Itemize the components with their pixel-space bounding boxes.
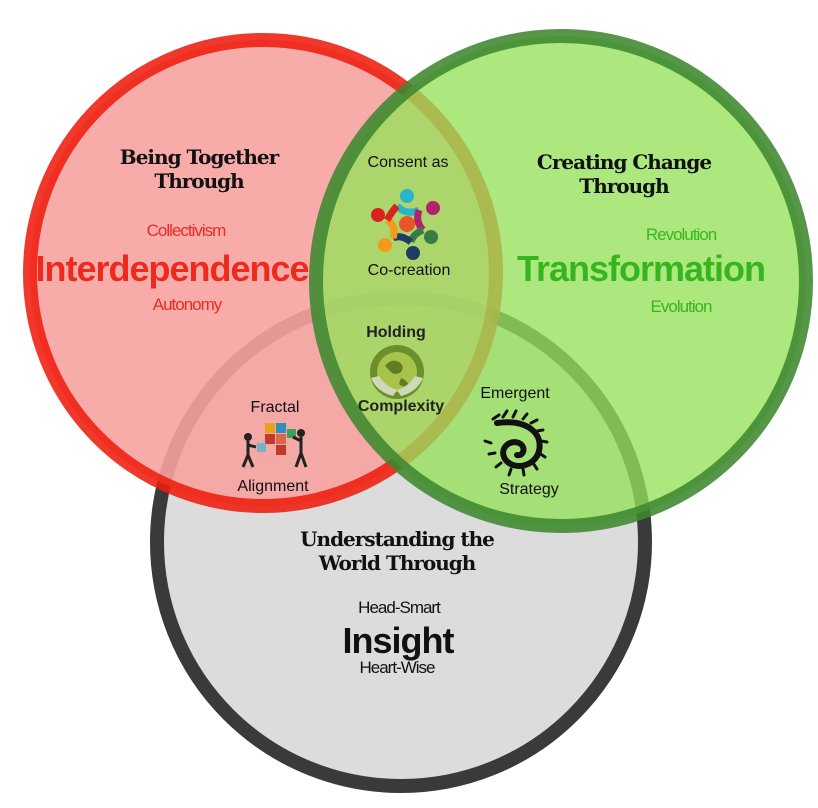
globe-hands-icon <box>370 345 424 399</box>
interdependence-heading: Being Together Through <box>119 145 279 193</box>
people-circle-icon <box>371 189 440 260</box>
head-smart-label: Head-Smart <box>358 598 441 617</box>
consent-as-label: Consent as <box>367 154 449 171</box>
transformation-heading: Creating Change Through <box>536 150 712 198</box>
evolution-label: Evolution <box>650 297 713 316</box>
interdependence-label: Interdependence <box>35 248 309 289</box>
holding-label: Holding <box>366 324 426 341</box>
collectivism-label: Collectivism <box>146 221 227 240</box>
transformation-label: Transformation <box>516 248 766 289</box>
insight-heading-line2: World Through <box>318 551 477 575</box>
spiral-fern-icon <box>483 409 549 477</box>
transformation-heading-line1: Creating Change <box>536 150 712 174</box>
revolution-label: Revolution <box>645 225 717 244</box>
alignment-label: Alignment <box>237 478 309 495</box>
interdependence-heading-line2: Through <box>154 169 244 193</box>
emergent-label: Emergent <box>480 385 550 402</box>
puzzle-people-icon <box>241 423 308 468</box>
interdependence-heading-line1: Being Together <box>119 145 279 169</box>
insight-heading: Understanding the World Through <box>300 527 495 575</box>
transformation-heading-line2: Through <box>579 174 669 198</box>
strategy-label: Strategy <box>499 481 559 498</box>
autonomy-label: Autonomy <box>152 295 223 314</box>
transformation-circle <box>309 29 813 533</box>
heart-wise-label: Heart-Wise <box>359 658 435 677</box>
insight-heading-line1: Understanding the <box>300 527 495 551</box>
fractal-label: Fractal <box>250 399 300 416</box>
insight-label: Insight <box>342 620 455 661</box>
complexity-label: Complexity <box>357 398 445 415</box>
co-creation-label: Co-creation <box>367 262 451 279</box>
